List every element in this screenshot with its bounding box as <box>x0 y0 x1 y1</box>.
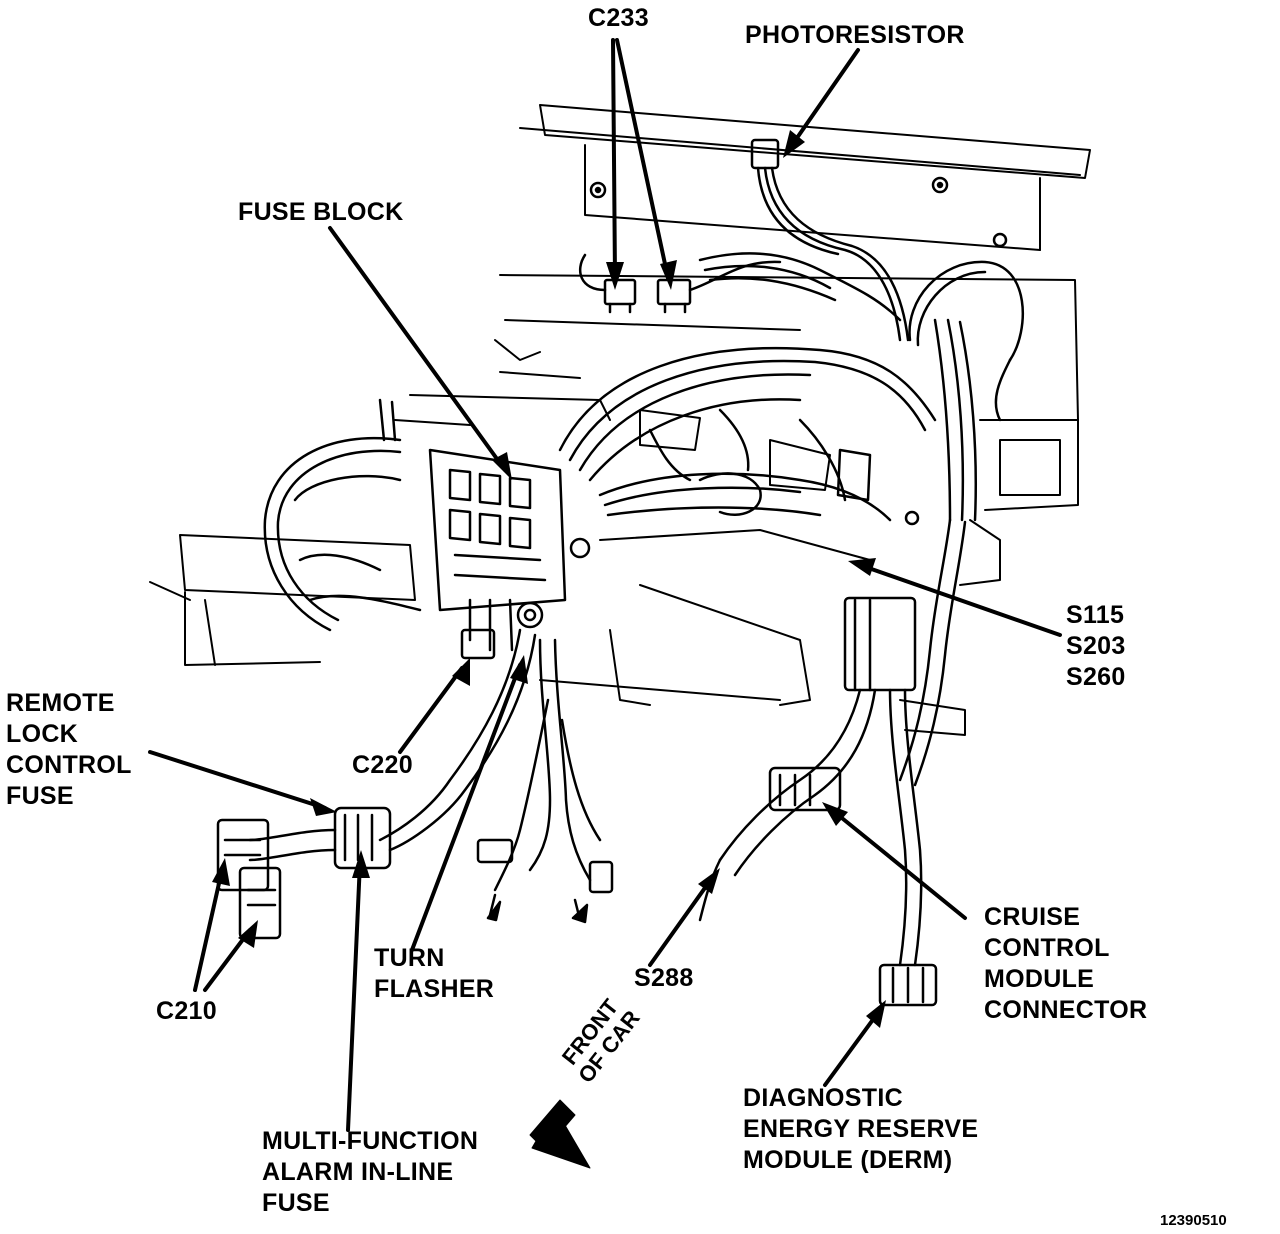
label-c233: C233 <box>588 4 649 32</box>
label-cruise-line-2: CONTROL <box>984 934 1110 962</box>
label-remote-lock-line-4: FUSE <box>6 782 74 810</box>
label-remote-lock-line-2: LOCK <box>6 720 79 748</box>
label-turn-flasher: TURN FLASHER <box>374 943 494 1005</box>
fuse-block <box>428 448 567 660</box>
label-s260: S260 <box>1066 663 1126 691</box>
label-cruise-line-1: CRUISE <box>984 903 1081 931</box>
label-cruise-line-4: CONNECTOR <box>984 996 1148 1024</box>
left-harness-loop <box>263 398 422 632</box>
label-derm-line-3: MODULE (DERM) <box>743 1146 953 1174</box>
label-turn-flasher-line-2: FLASHER <box>374 975 495 1003</box>
label-remote-lock-line-3: CONTROL <box>6 751 132 779</box>
center-drop-harness <box>476 638 614 924</box>
label-s115: S115 <box>1066 601 1125 629</box>
label-cruise-control-module-connector: CRUISE CONTROL MODULE CONNECTOR <box>984 902 1147 1026</box>
label-fuse-block: FUSE BLOCK <box>238 198 404 226</box>
label-c220: C220 <box>352 751 413 779</box>
label-splices: S115 S203 S260 <box>1066 600 1126 693</box>
label-c210: C210 <box>156 997 217 1025</box>
leader-lines <box>148 38 1062 1132</box>
label-s203: S203 <box>1066 632 1126 660</box>
label-multi-function-alarm-fuse: MULTI-FUNCTION ALARM IN-LINE FUSE <box>262 1126 478 1219</box>
label-multi-function-line-2: ALARM IN-LINE <box>262 1158 454 1186</box>
label-remote-lock-line-1: REMOTE <box>6 689 115 717</box>
mounting-bolts <box>516 176 1008 629</box>
label-multi-function-line-1: MULTI-FUNCTION <box>262 1127 479 1155</box>
label-cruise-line-3: MODULE <box>984 965 1095 993</box>
c233-connectors <box>579 252 902 322</box>
dash-structure <box>149 104 1091 736</box>
left-drop-harness <box>216 628 537 940</box>
label-s288: S288 <box>634 964 694 992</box>
right-harness-loop <box>898 260 1025 787</box>
label-derm: DIAGNOSTIC ENERGY RESERVE MODULE (DERM) <box>743 1083 978 1176</box>
photoresistor-harness <box>750 138 910 342</box>
label-turn-flasher-line-1: TURN <box>374 944 445 972</box>
figure-number: 12390510 <box>1160 1212 1227 1229</box>
label-multi-function-line-3: FUSE <box>262 1189 330 1217</box>
label-derm-line-2: ENERGY RESERVE <box>743 1115 979 1143</box>
main-harness <box>558 346 937 522</box>
label-remote-lock-control-fuse: REMOTE LOCK CONTROL FUSE <box>6 688 132 812</box>
lower-right-harness <box>698 596 938 1007</box>
label-derm-line-1: DIAGNOSTIC <box>743 1084 903 1112</box>
arrowheads <box>212 130 886 1028</box>
front-of-car-arrow <box>529 1099 591 1169</box>
label-photoresistor: PHOTORESISTOR <box>745 21 965 49</box>
